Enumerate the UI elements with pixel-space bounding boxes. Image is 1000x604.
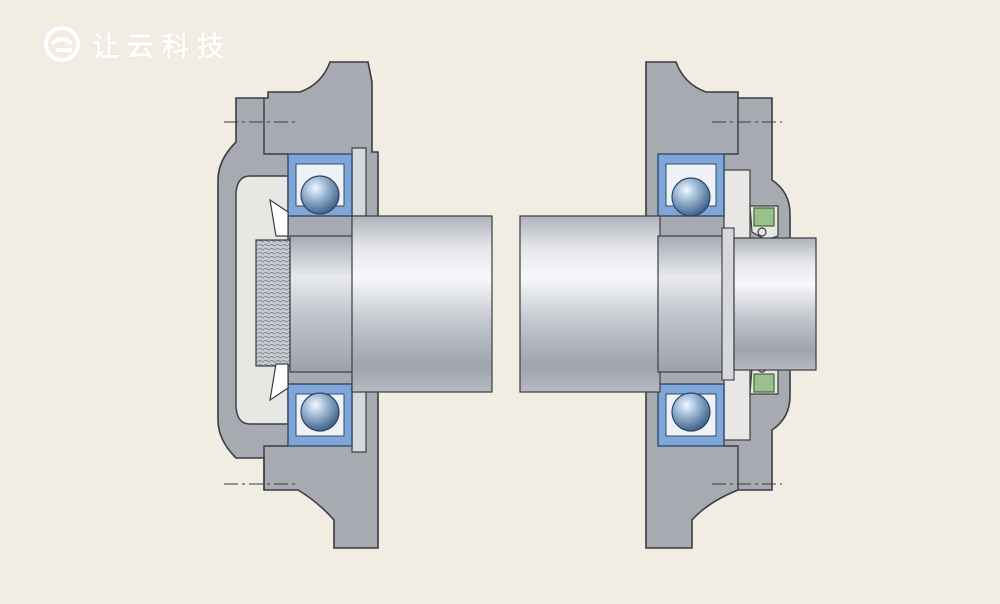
left-bearing-bottom (287, 383, 353, 447)
right-bearing-top (657, 153, 725, 217)
left-shaft (289, 215, 493, 393)
brand-name: 让云科技 (92, 31, 232, 63)
left-bearing-top (287, 153, 353, 217)
right-bearing-bottom (657, 383, 725, 447)
lock-nut (255, 198, 291, 402)
brand-logo: 让云科技 (42, 22, 232, 66)
swirl-logo-icon (44, 26, 80, 62)
right-shaft (519, 215, 817, 393)
